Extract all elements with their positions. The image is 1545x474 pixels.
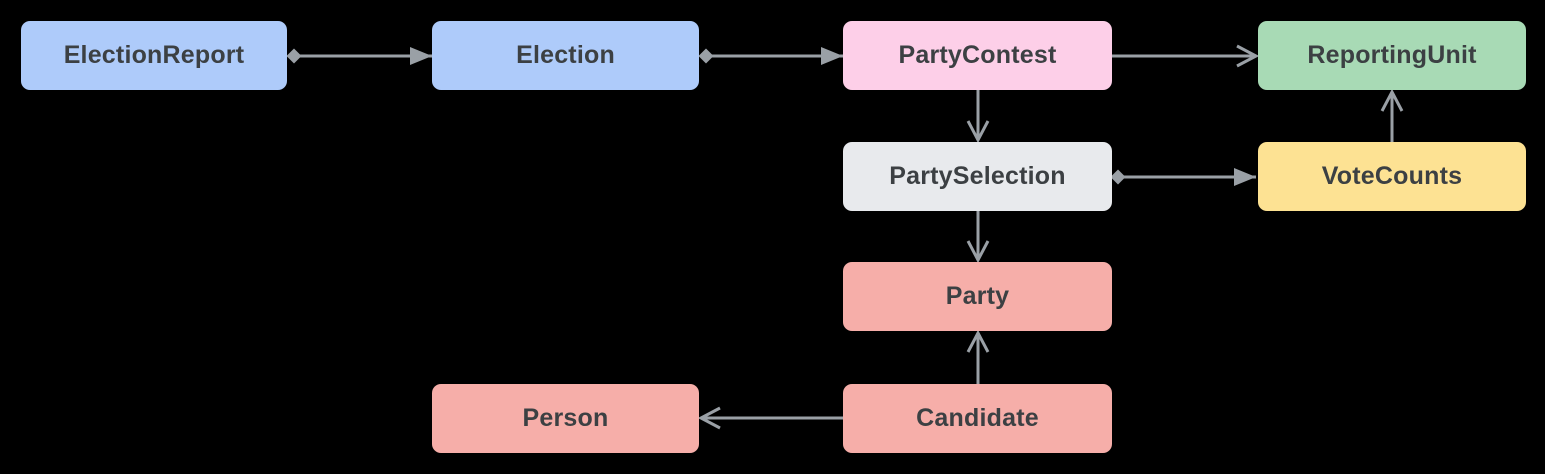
node-party-selection: PartySelection — [843, 142, 1112, 211]
node-vote-counts-label: VoteCounts — [1321, 162, 1463, 190]
node-candidate: Candidate — [843, 384, 1112, 453]
node-party-contest-label: PartyContest — [898, 41, 1057, 69]
node-election-report: ElectionReport — [21, 21, 287, 90]
node-person: Person — [432, 384, 699, 453]
node-party: Party — [843, 262, 1112, 331]
node-vote-counts: VoteCounts — [1258, 142, 1526, 211]
node-election-report-label: ElectionReport — [63, 41, 245, 69]
node-reporting-unit-label: ReportingUnit — [1307, 41, 1477, 69]
node-party-contest: PartyContest — [843, 21, 1112, 90]
node-person-label: Person — [522, 404, 609, 432]
node-party-label: Party — [945, 282, 1010, 310]
node-party-selection-label: PartySelection — [889, 162, 1066, 190]
node-candidate-label: Candidate — [916, 404, 1039, 432]
node-reporting-unit: ReportingUnit — [1258, 21, 1526, 90]
node-election-label: Election — [516, 41, 615, 69]
node-election: Election — [432, 21, 699, 90]
